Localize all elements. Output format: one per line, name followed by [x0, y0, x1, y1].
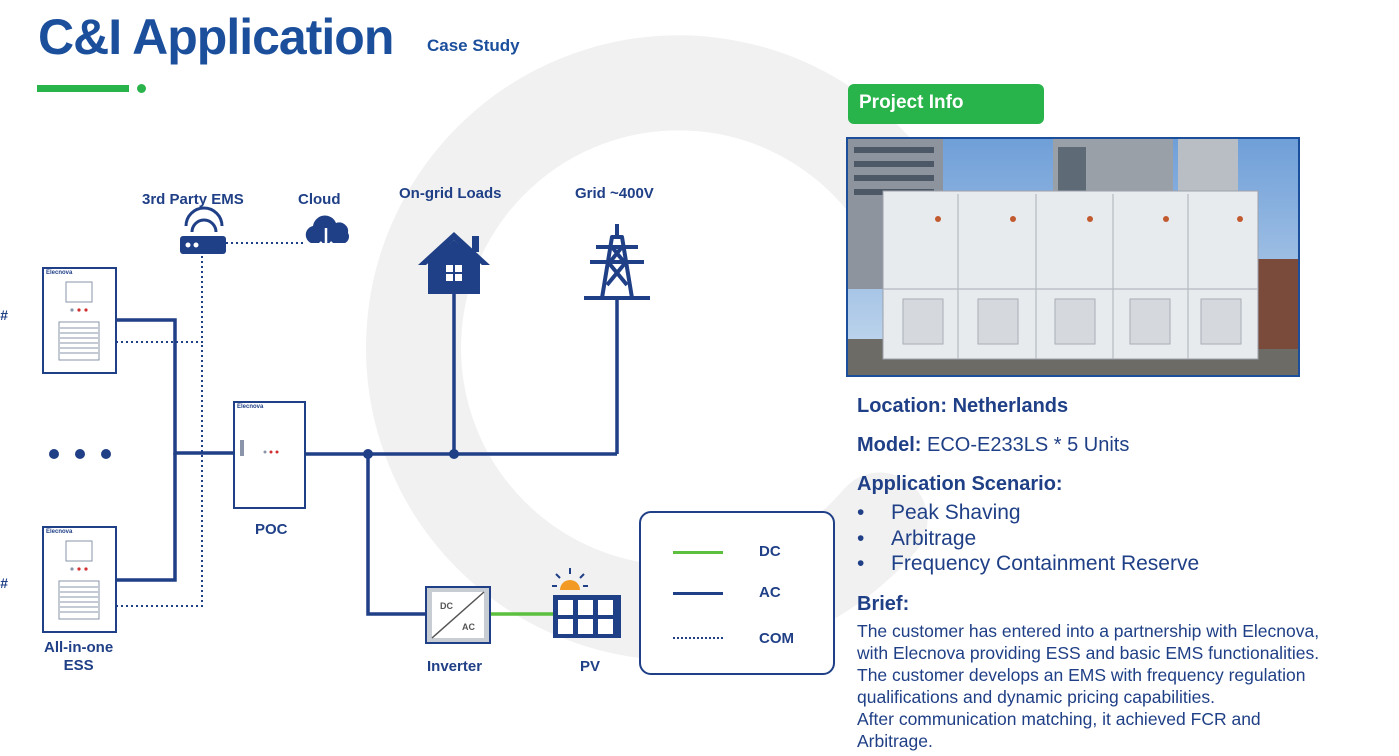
scenario-text: Peak Shaving: [891, 501, 1021, 524]
system-diagram: [42, 206, 650, 644]
project-info-badge: Project Info: [848, 84, 1044, 124]
ellipsis-dots: [49, 449, 111, 459]
ess-cabinet-bottom: [42, 526, 117, 633]
model-label: Model:: [857, 434, 922, 456]
poc-cabinet: [233, 401, 306, 509]
solar-panel-icon: [553, 595, 621, 638]
label-grid: Grid ~400V: [575, 185, 654, 202]
ac-line-inverter: [366, 454, 426, 616]
label-cloud: Cloud: [298, 191, 341, 208]
label-hash-top: #: [0, 307, 8, 323]
sun-icon: [552, 568, 588, 590]
ess-cabinet-top: [42, 267, 117, 374]
bus-junction: [449, 449, 459, 459]
location-label: Location:: [857, 395, 947, 417]
label-third-party-ems: 3rd Party EMS: [142, 191, 244, 208]
scenario-heading: Application Scenario:: [857, 473, 1063, 495]
model-row: Model: ECO-E233LS * 5 Units: [857, 434, 1129, 457]
brief-text: The customer has entered into a partners…: [857, 621, 1320, 751]
label-hash-bottom: #: [0, 575, 8, 591]
scenario-text: Frequency Containment Reserve: [891, 552, 1200, 575]
label-pv: PV: [580, 658, 601, 675]
brand-mark: Elecnova: [46, 529, 73, 535]
inverter-box: [425, 586, 491, 644]
list-item: •Frequency Containment Reserve: [857, 552, 1200, 575]
legend-dc-line: [673, 551, 723, 554]
bus-junction: [363, 449, 373, 459]
com-line-ess-top: [116, 252, 203, 343]
legend-com-line: [673, 637, 723, 639]
list-item: •Arbitrage: [857, 526, 977, 550]
title-underline: [37, 85, 129, 92]
ac-line-ess-bottom: [116, 453, 177, 582]
ac-line-ess-top: [116, 318, 234, 455]
power-tower-icon: [584, 224, 650, 300]
page-title: C&I Application: [38, 9, 394, 65]
legend: DC AC COM: [639, 511, 835, 675]
legend-com-label: COM: [759, 630, 794, 647]
brand-mark: Elecnova: [237, 404, 264, 410]
legend-ac-line: [673, 592, 723, 595]
project-photo: [846, 137, 1300, 377]
brief-heading: Brief:: [857, 593, 910, 615]
legend-ac-label: AC: [759, 584, 781, 601]
label-all-in-one-ess: All-in-one ESS: [44, 639, 114, 674]
cloud-icon: [305, 215, 350, 251]
model-value: ECO-E233LS * 5 Units: [927, 434, 1130, 456]
scenario-text: Arbitrage: [891, 526, 977, 550]
title-dot: [137, 84, 146, 93]
inverter-ac-label: AC: [462, 622, 475, 632]
label-on-grid-loads: On-grid Loads: [399, 185, 502, 202]
label-inverter: Inverter: [427, 658, 483, 675]
com-line-ess-bottom: [116, 342, 203, 607]
location-row: Location: Netherlands: [857, 395, 1068, 418]
brand-mark: Elecnova: [46, 270, 73, 276]
legend-dc-label: DC: [759, 543, 781, 560]
router-icon: [180, 206, 226, 254]
house-icon: [418, 232, 490, 294]
location-value: Netherlands: [952, 395, 1069, 417]
list-item: •Peak Shaving: [857, 501, 1021, 524]
label-poc: POC: [255, 521, 288, 538]
page-subtitle: Case Study: [427, 36, 520, 55]
scenario-list: •Peak Shaving •Arbitrage •Frequency Cont…: [857, 500, 1199, 577]
inverter-dc-label: DC: [440, 601, 453, 611]
